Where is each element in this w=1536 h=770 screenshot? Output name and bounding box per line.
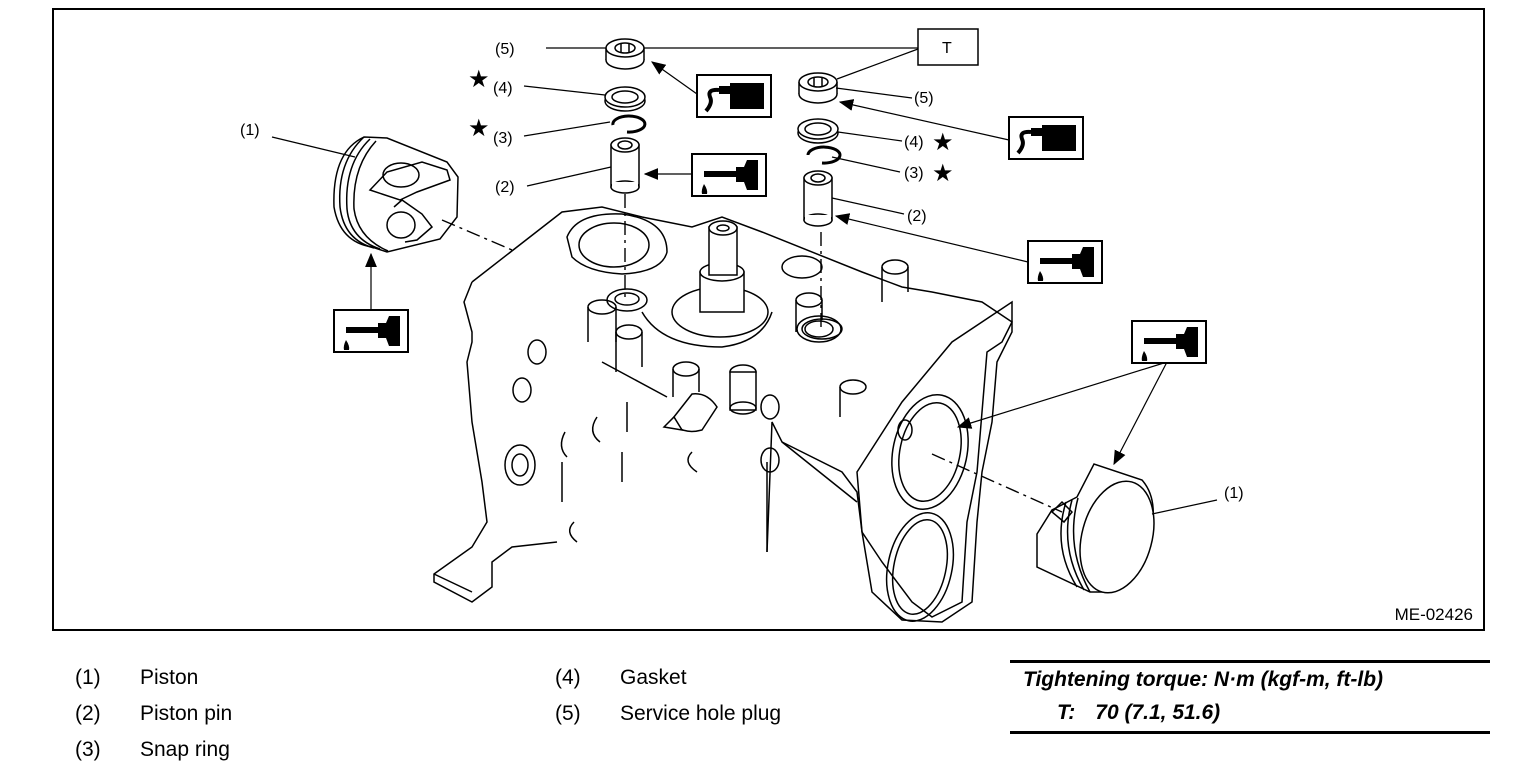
callout-4-right: (4)	[904, 134, 924, 151]
figure-id: ME-02426	[1394, 605, 1473, 624]
legend-right: (4) Gasket (5) Service hole plug	[555, 660, 781, 732]
callout-2-right: (2)	[907, 208, 927, 225]
piston-left	[271, 136, 513, 353]
legend-number: (4)	[555, 666, 581, 689]
callout-5-left: (5)	[495, 41, 515, 58]
torque-label: T:	[1057, 701, 1076, 724]
callout-5-right: (5)	[914, 90, 934, 107]
gasket-left	[604, 86, 646, 112]
star-icon: ★	[932, 160, 954, 187]
star-icon: ★	[932, 129, 954, 156]
legend-item: (5) Service hole plug	[555, 696, 781, 732]
legend-left: (1) Piston (2) Piston pin (3) Snap ring	[75, 660, 232, 768]
diagram-drawing: (5) ★ (4) ★ (3) (2) (1) (5) (4) ★ (3) ★ …	[240, 28, 1244, 623]
legend-label: Piston	[140, 666, 199, 689]
torque-callout-box	[917, 28, 979, 66]
legend-number: (1)	[75, 666, 101, 689]
legend-number: (5)	[555, 702, 581, 725]
callout-1-left: (1)	[240, 122, 260, 139]
star-icon: ★	[468, 115, 490, 142]
left-part-stack	[523, 38, 918, 302]
service-hole-plug-left	[605, 38, 645, 70]
legend-item: (3) Snap ring	[75, 732, 232, 768]
service-hole-plug-right	[798, 72, 838, 104]
piston-pin-left	[610, 137, 640, 194]
torque-spec-box: Tightening torque: N·m (kgf-m, ft-lb) T:…	[1010, 660, 1490, 734]
legend-label: Snap ring	[140, 738, 230, 761]
cylinder-block	[433, 206, 1013, 623]
torque-callout-label: T	[942, 40, 952, 57]
torque-value: 70 (7.1, 51.6)	[1095, 701, 1221, 724]
snap-ring-left	[611, 114, 647, 134]
torque-row: T: 70 (7.1, 51.6)	[1010, 696, 1490, 729]
legend-label: Piston pin	[140, 702, 233, 725]
callout-3-right: (3)	[904, 165, 924, 182]
legend-label: Gasket	[620, 666, 687, 689]
legend-number: (2)	[75, 702, 101, 725]
exploded-diagram: (5) ★ (4) ★ (3) (2) (1) (5) (4) ★ (3) ★ …	[52, 8, 1485, 631]
legend-number: (3)	[75, 738, 101, 761]
piston-right	[931, 320, 1218, 594]
legend-item: (4) Gasket	[555, 660, 781, 696]
star-icon: ★	[468, 66, 490, 93]
right-part-stack	[797, 28, 1103, 332]
callout-1-right: (1)	[1224, 485, 1244, 502]
legend-item: (2) Piston pin	[75, 696, 232, 732]
callout-4-left: (4)	[493, 80, 513, 97]
gasket-right	[797, 118, 839, 144]
callout-2-left: (2)	[495, 179, 515, 196]
piston-pin-right	[803, 170, 833, 227]
legend-label: Service hole plug	[620, 702, 782, 725]
torque-title: Tightening torque: N·m (kgf-m, ft-lb)	[1023, 668, 1384, 691]
callout-3-left: (3)	[493, 130, 513, 147]
snap-ring-right	[806, 145, 842, 165]
legend-item: (1) Piston	[75, 660, 232, 696]
